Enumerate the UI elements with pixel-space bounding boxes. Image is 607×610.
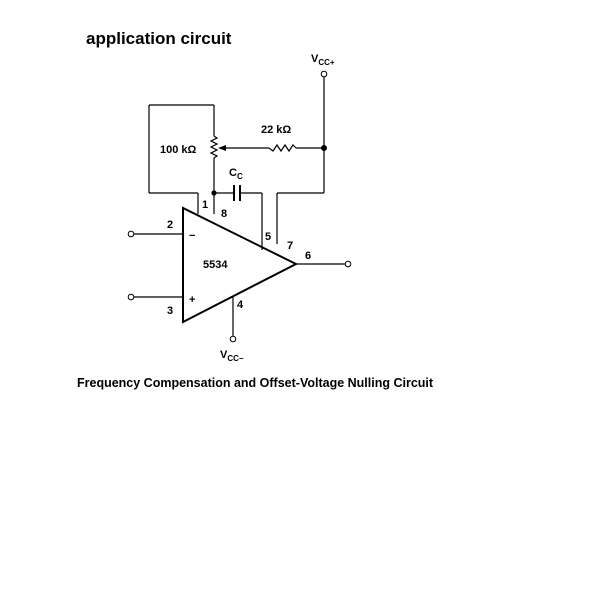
opamp-label: 5534 bbox=[203, 259, 228, 271]
vcc-minus-label: VCC− bbox=[220, 349, 244, 363]
vcc-minus-terminal[interactable] bbox=[229, 335, 237, 343]
resistor-label: 22 kΩ bbox=[261, 124, 291, 136]
vcc-minus-sub: CC− bbox=[227, 354, 244, 363]
input-inverting-terminal[interactable] bbox=[127, 230, 135, 238]
pin-5-label: 5 bbox=[265, 231, 271, 243]
vcc-minus-main: V bbox=[220, 349, 228, 361]
output-terminal[interactable] bbox=[344, 260, 352, 268]
pin-4-label: 4 bbox=[237, 299, 244, 311]
figure-caption: Frequency Compensation and Offset-Voltag… bbox=[77, 376, 434, 390]
pin4-vcc-minus bbox=[229, 296, 237, 343]
capacitor-cc bbox=[211, 185, 263, 250]
pin-7-label: 7 bbox=[287, 240, 293, 252]
vcc-plus-rail bbox=[276, 70, 328, 244]
vcc-plus-label: VCC+ bbox=[311, 53, 335, 67]
pin-3-label: 3 bbox=[167, 305, 173, 317]
wiper-arrow-icon bbox=[218, 145, 226, 151]
pin6-output bbox=[296, 260, 352, 268]
pin3-input bbox=[127, 293, 183, 301]
opamp-body bbox=[182, 206, 299, 324]
pin-6-label: 6 bbox=[305, 250, 311, 262]
potentiometer-100k bbox=[148, 104, 219, 214]
pin-8-label: 8 bbox=[221, 208, 227, 220]
vcc-plus-main: V bbox=[311, 53, 319, 65]
pin2-input bbox=[127, 230, 183, 238]
resistor-22k bbox=[218, 143, 324, 153]
pin-1-label: 1 bbox=[202, 199, 208, 211]
input-noninverting-terminal[interactable] bbox=[127, 293, 135, 301]
capacitor-label: CC bbox=[229, 167, 243, 181]
capacitor-main: C bbox=[229, 167, 237, 179]
potentiometer-label: 100 kΩ bbox=[160, 144, 197, 156]
noninverting-symbol: + bbox=[189, 294, 195, 306]
pin-2-label: 2 bbox=[167, 219, 173, 231]
vcc-plus-terminal[interactable] bbox=[320, 70, 328, 78]
vcc-plus-sub: CC+ bbox=[318, 58, 335, 67]
page-heading: application circuit bbox=[86, 29, 232, 48]
capacitor-sub: C bbox=[237, 172, 243, 181]
inverting-symbol: − bbox=[189, 230, 195, 242]
